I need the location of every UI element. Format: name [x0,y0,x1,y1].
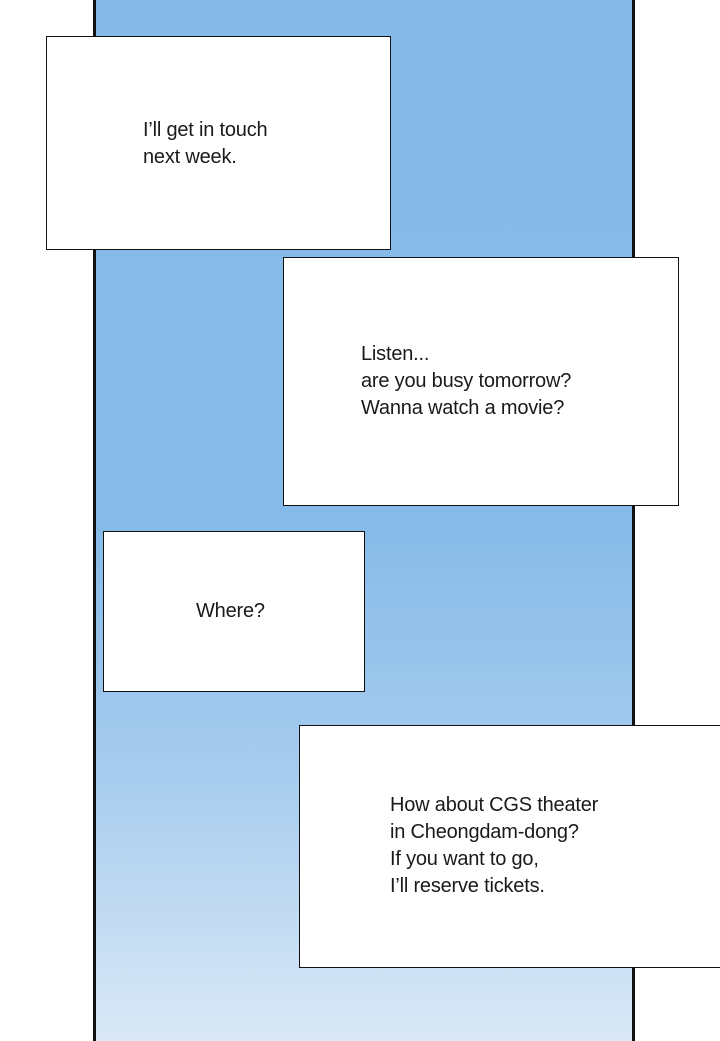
speech-bubble-2: Listen... are you busy tomorrow? Wanna w… [283,257,679,506]
speech-bubble-3: Where? [103,531,365,692]
speech-bubble-1-text: I’ll get in touch next week. [143,119,268,168]
speech-bubble-4: How about CGS theater in Cheongdam-dong?… [299,725,720,968]
speech-bubble-3-text: Where? [196,600,265,622]
speech-bubble-4-text: How about CGS theater in Cheongdam-dong?… [390,794,599,897]
speech-bubble-1: I’ll get in touch next week. [46,36,391,250]
speech-bubble-2-text: Listen... are you busy tomorrow? Wanna w… [361,343,572,419]
